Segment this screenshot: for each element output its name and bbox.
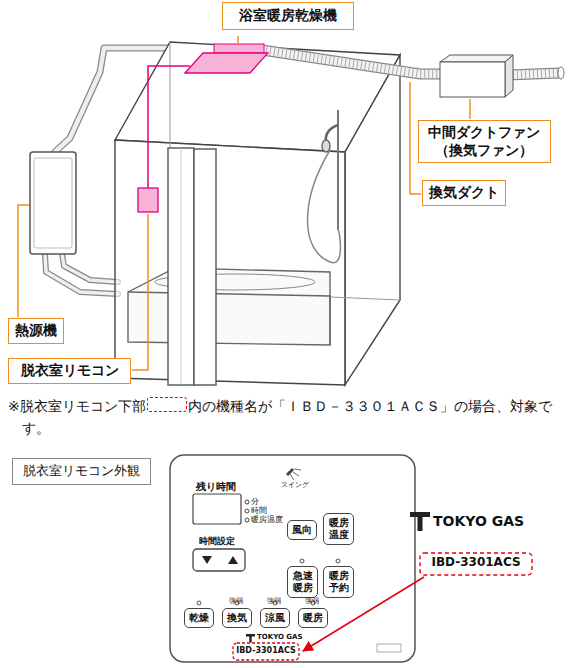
remote-button-text: 風向: [292, 524, 312, 536]
indicator-label: 時間: [251, 506, 267, 515]
heat-source-unit: [30, 152, 76, 254]
callout-box: 熱源機: [8, 318, 64, 344]
callout-box: 浴室暖房乾燥機: [222, 2, 354, 30]
remote-button: 急速 暖房: [287, 566, 318, 598]
remote-button: 暖房 予約: [323, 566, 354, 598]
remote-button: 暖房 温度: [323, 513, 354, 545]
display-label: 残り時間: [196, 481, 236, 493]
button-label: 強弱: [229, 597, 243, 605]
remote-button: 暖房: [298, 608, 328, 628]
callout-box-text: 浴室暖房乾燥機: [239, 7, 337, 25]
remote-button: 風向: [287, 520, 317, 540]
remote-button-text: 暖房: [303, 612, 323, 624]
logo: [303, 512, 532, 651]
caption-box-text: 脱衣室リモコン外観: [23, 463, 140, 480]
callout-box-text: 中間ダクトファン （換気ファン）: [425, 124, 544, 159]
button-label: 強弱: [267, 597, 281, 605]
exhaust-duct: [262, 50, 564, 79]
callout-box-text: 脱衣室リモコン: [15, 362, 124, 380]
note-text: ※脱衣室リモコン下部内の機種名が「ＩＢＤ－３３０１ＡＣＳ」の場合、対象です。: [8, 396, 570, 439]
remote-button-text: 換気: [227, 612, 247, 624]
note-text: ※脱衣室リモコン下部: [8, 398, 146, 414]
remote-button-text: 涼風: [265, 612, 285, 624]
button-label: 時間設定: [199, 536, 235, 546]
indicator-label: 分: [251, 497, 259, 506]
indicator-label: スイング: [281, 481, 309, 489]
indicator-label: 暖房温度: [251, 515, 283, 524]
remote-button: 換気: [222, 608, 252, 628]
remote-button-text: 暖房 予約: [328, 570, 349, 594]
callout-box: 脱衣室リモコン: [8, 358, 131, 384]
model-name: IBD-3301ACS: [236, 646, 295, 655]
callout-box-text: 換気ダクト: [429, 184, 499, 202]
logo-text: TOKYO GAS: [257, 633, 303, 641]
dashed-frame: [147, 397, 187, 412]
callout-box: 中間ダクトファン （換気ファン）: [418, 120, 551, 163]
remote-button-text: 乾燥: [189, 612, 209, 624]
remote-button: 涼風: [260, 608, 290, 628]
caption-box: 脱衣室リモコン外観: [12, 458, 151, 485]
remote-button: 乾燥: [184, 608, 214, 628]
remote-body: [170, 455, 415, 662]
remote-button-text: 暖房 温度: [328, 517, 349, 541]
leader-line: [18, 36, 470, 370]
bath-dryer: [138, 44, 268, 212]
button-label: 強弱: [305, 597, 319, 605]
logo-text: TOKYO GAS: [433, 513, 524, 529]
callout-box: 換気ダクト: [422, 180, 506, 206]
remote-button-text: 急速 暖房: [292, 570, 313, 594]
duct-fan: [440, 55, 513, 97]
bath-unit: [115, 42, 400, 385]
callout-box-text: 熱源機: [15, 322, 57, 340]
model-name: IBD-3301ACS: [431, 556, 520, 570]
